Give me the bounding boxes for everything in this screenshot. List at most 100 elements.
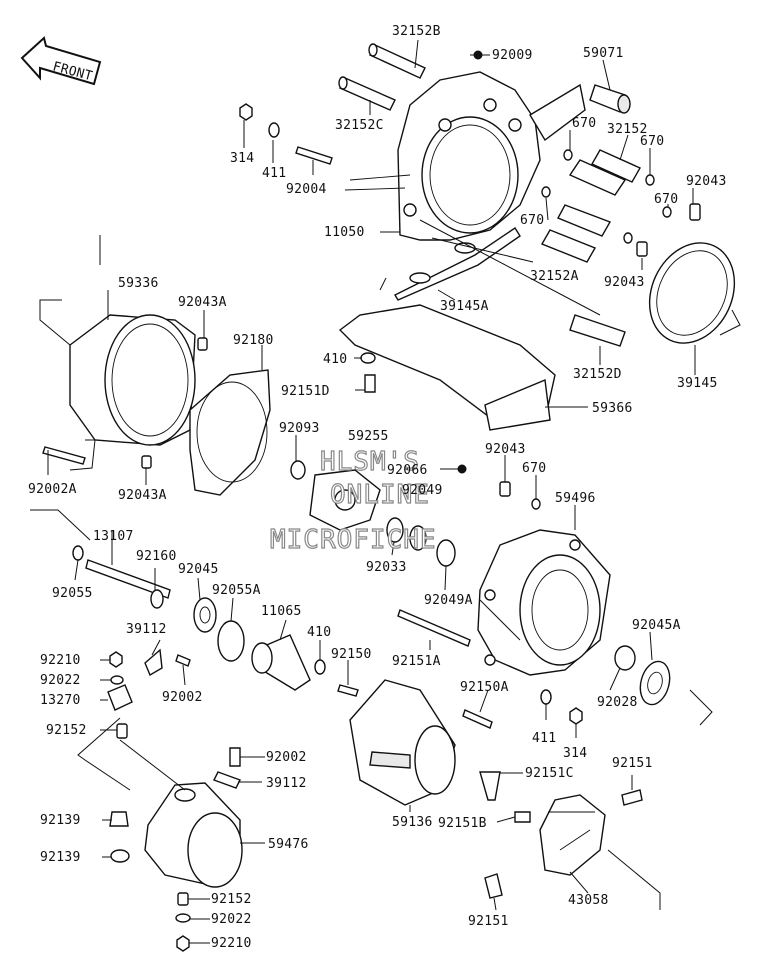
nut-92210-low — [176, 935, 190, 952]
label-670-a: 670 — [572, 116, 596, 131]
label-92049: 92049 — [402, 483, 443, 498]
seal-92160 — [150, 589, 164, 609]
plate-59366 — [338, 304, 556, 431]
label-92045a: 92045A — [632, 618, 681, 633]
label-92066: 92066 — [387, 463, 428, 478]
part-labels: 32152B 92009 59071 32152C 314 411 92004 … — [28, 24, 727, 951]
label-92028: 92028 — [597, 695, 638, 710]
label-410-mid: 410 — [307, 625, 331, 640]
shaft-13107 — [85, 559, 171, 599]
label-92093: 92093 — [279, 421, 320, 436]
label-59366: 59366 — [592, 401, 633, 416]
label-92151-right: 92151 — [612, 756, 653, 771]
bolt-92151d — [364, 374, 376, 393]
label-59071: 59071 — [583, 46, 624, 61]
pin-92043-b — [636, 241, 648, 257]
bolt-92002-low — [229, 747, 241, 767]
label-92043-mid: 92043 — [485, 442, 526, 457]
impeller-59255 — [309, 469, 381, 531]
oring-92055 — [72, 545, 84, 561]
ring-39145 — [648, 242, 736, 344]
label-92043-b: 92043 — [604, 275, 645, 290]
label-32152b: 32152B — [392, 24, 441, 39]
oring-670-d — [623, 232, 633, 244]
label-670-c: 670 — [654, 192, 678, 207]
bearing-92045a — [639, 660, 671, 706]
collar-92152-top — [116, 723, 128, 739]
lever-39112-low — [213, 771, 241, 789]
shaft-32152b — [368, 43, 426, 79]
label-39145a: 39145A — [440, 299, 489, 314]
label-411: 411 — [262, 166, 286, 181]
washer-92049a — [436, 539, 456, 567]
oring-670-a — [563, 149, 573, 161]
stud-92004 — [295, 146, 333, 165]
label-92033: 92033 — [366, 560, 407, 575]
label-92150: 92150 — [331, 647, 372, 662]
oring-670-mid — [531, 498, 541, 510]
bolt-92151b — [514, 811, 531, 823]
bolt-92002a — [42, 446, 86, 465]
label-92151d: 92151D — [281, 384, 330, 399]
bushing-92139-bottom — [110, 849, 130, 863]
pin-92043a-bottom — [141, 455, 152, 469]
lever-39112 — [144, 648, 163, 677]
label-59496: 59496 — [555, 491, 596, 506]
label-92210-low: 92210 — [211, 936, 252, 951]
oring-670-e — [662, 206, 672, 218]
label-92043-a: 92043 — [686, 174, 727, 189]
label-92139-bottom: 92139 — [40, 850, 81, 865]
seal-92093 — [290, 460, 306, 480]
nut-314-mid — [569, 707, 583, 725]
pin-92043-mid — [499, 481, 511, 497]
label-59336: 59336 — [118, 276, 159, 291]
plug-92066 — [457, 464, 467, 474]
reference-brackets — [30, 219, 741, 910]
watermark-line-1: HLSM'S — [320, 447, 420, 477]
washer-410-top — [360, 352, 376, 364]
washer-411-mid — [540, 689, 552, 705]
label-11065: 11065 — [261, 604, 302, 619]
label-13270: 13270 — [40, 693, 81, 708]
watermark: HLSM'S ONLINE MICROFICHE — [269, 446, 437, 555]
pump-cover-housing — [344, 71, 586, 241]
label-92210-top: 92210 — [40, 653, 81, 668]
watermark-line-2: ONLINE — [330, 480, 430, 510]
ring-92033 — [386, 517, 404, 543]
label-43058: 43058 — [568, 893, 609, 908]
label-92043a-bottom: 92043A — [118, 488, 167, 503]
label-92055a: 92055A — [212, 583, 261, 598]
label-59476: 59476 — [268, 837, 309, 852]
nut-314 — [239, 103, 253, 121]
watermark-line-3: MICROFICHE — [270, 525, 437, 555]
label-410-top: 410 — [323, 352, 347, 367]
collar-92152-low — [177, 892, 189, 906]
duct-59336 — [69, 314, 196, 446]
label-92152-top: 92152 — [46, 723, 87, 738]
washer-92022-low — [175, 913, 191, 923]
label-92151c: 92151C — [525, 766, 574, 781]
pin-92043a-top — [197, 337, 208, 351]
label-314: 314 — [230, 151, 254, 166]
label-670-b: 670 — [640, 134, 664, 149]
label-59136: 59136 — [392, 815, 433, 830]
label-92045: 92045 — [178, 562, 219, 577]
front-arrow-icon: FRONT — [20, 36, 102, 86]
label-92151a: 92151A — [392, 654, 441, 669]
bushing-92139-top — [109, 811, 129, 827]
pump-case-59496 — [477, 529, 611, 676]
shaft-32152c — [338, 76, 396, 111]
bolt-92151-low — [484, 873, 503, 899]
nozzle-59136 — [349, 679, 456, 806]
label-92055: 92055 — [52, 586, 93, 601]
cap-92028 — [614, 645, 636, 671]
label-670-d: 670 — [520, 213, 544, 228]
stud-92151a — [397, 609, 471, 647]
label-92004: 92004 — [286, 182, 327, 197]
label-92150a: 92150A — [460, 680, 509, 695]
seal-loop-bottom — [409, 272, 431, 284]
oring-670-b — [645, 174, 655, 186]
bolt-92151c — [479, 771, 501, 801]
oring-92055a — [217, 620, 245, 662]
